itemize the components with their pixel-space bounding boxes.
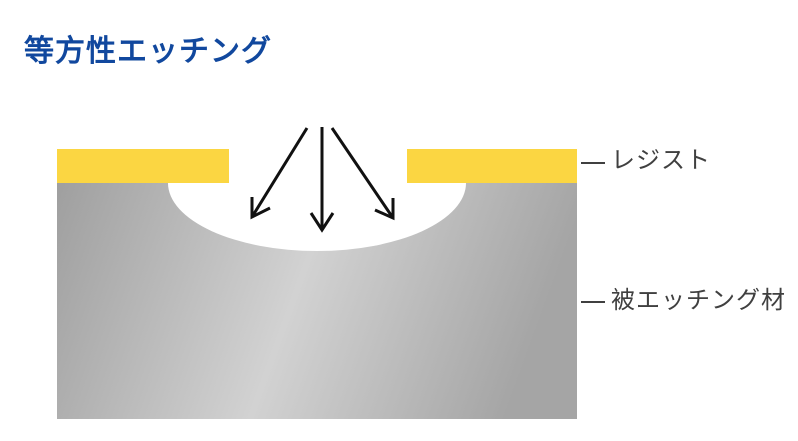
resist-leader-line bbox=[581, 162, 605, 164]
material-label: 被エッチング材 bbox=[611, 287, 786, 314]
material-leader-line bbox=[581, 301, 605, 303]
resist-layer-right bbox=[407, 149, 577, 183]
resist-layer-left bbox=[57, 149, 229, 183]
resist-label: レジスト bbox=[611, 147, 711, 174]
page-title: 等方性エッチング bbox=[24, 35, 272, 68]
etched-material-block bbox=[57, 183, 577, 419]
etched-cavity bbox=[168, 183, 466, 251]
